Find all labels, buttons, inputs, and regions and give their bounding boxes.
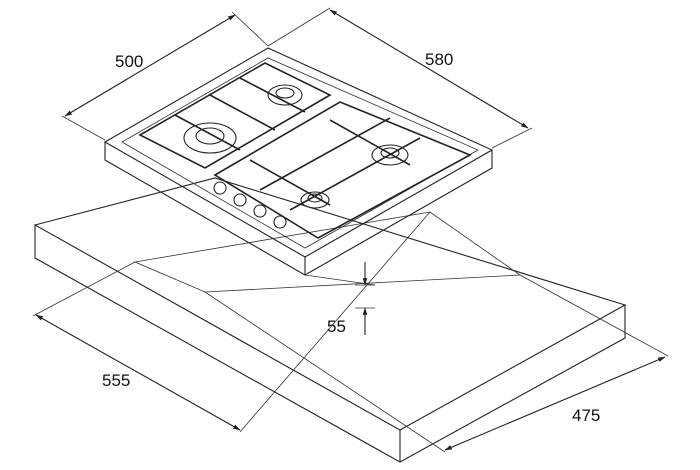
burner-rear [267, 84, 303, 106]
burner-right [371, 144, 409, 166]
control-knobs [213, 181, 287, 229]
hob [103, 47, 494, 276]
dimension-label-475: 475 [572, 406, 601, 425]
burner-large [183, 122, 237, 154]
dimension-label-580: 580 [425, 50, 454, 69]
dimension-label-555: 555 [102, 371, 131, 390]
burner-front [300, 191, 330, 209]
pan-supports [138, 62, 472, 239]
dimension-label-55: 55 [327, 317, 346, 336]
cutout [133, 211, 522, 293]
dimension-label-500: 500 [115, 52, 144, 71]
burners [183, 84, 409, 209]
dimension-lines [32, 7, 669, 453]
